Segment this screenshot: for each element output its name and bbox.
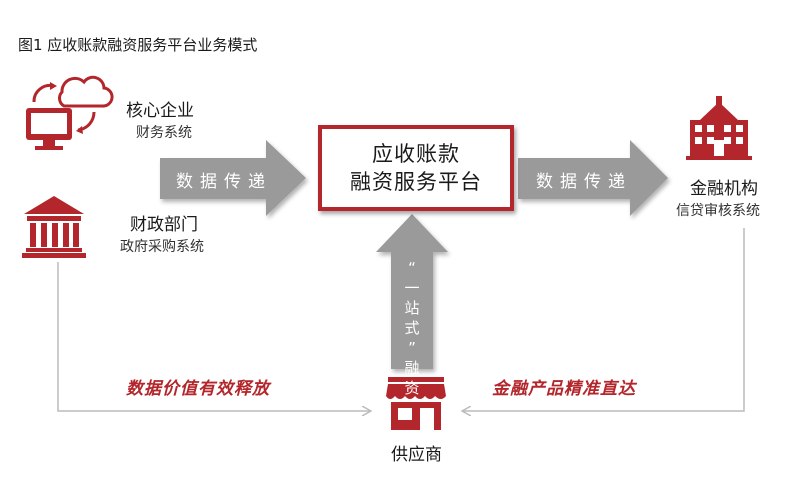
vertical-char: 资 — [404, 379, 420, 397]
core-enterprise-subtitle: 财务系统 — [136, 125, 192, 141]
platform-box: 应收账款 融资服务平台 — [318, 125, 514, 211]
finance-dept-subtitle: 政府采购系统 — [120, 239, 204, 255]
vertical-char: 一 — [404, 279, 420, 297]
vertical-char: ” — [408, 339, 416, 357]
supplier-title: 供应商 — [391, 445, 442, 465]
arrow-left-data-transfer — [160, 140, 306, 216]
connector-left-line — [57, 262, 370, 411]
bank-building-icon — [686, 96, 752, 160]
arrow-right-data-transfer — [518, 140, 668, 216]
cloud-computer-icon — [26, 75, 114, 150]
vertical-char: “ — [408, 259, 416, 277]
vertical-char: 融 — [404, 359, 420, 377]
financial-institution-title: 金融机构 — [690, 179, 758, 199]
figure-title: 图1 应收账款融资服务平台业务模式 — [18, 36, 258, 54]
storefront-icon — [386, 377, 446, 430]
finance-dept-title: 财政部门 — [130, 215, 198, 235]
left-arrow-label: 数据传递 — [176, 172, 272, 192]
vertical-arrow-label: “ 一 站 式 ” 融 资 — [400, 258, 424, 398]
financial-institution-subtitle: 信贷审核系统 — [676, 203, 760, 219]
arrow-up-one-stop-financing — [376, 214, 448, 369]
right-arrow-label: 数据传递 — [536, 172, 632, 192]
platform-title-line2: 融资服务平台 — [350, 170, 482, 194]
vertical-char: 式 — [404, 319, 420, 337]
platform-title-line1: 应收账款 — [372, 142, 460, 166]
core-enterprise-title: 核心企业 — [126, 101, 194, 121]
vertical-char: 站 — [404, 299, 420, 317]
data-value-label: 数据价值有效释放 — [126, 379, 270, 399]
government-building-icon — [22, 196, 86, 258]
connector-right-line — [463, 228, 745, 411]
precise-finance-label: 金融产品精准直达 — [492, 379, 636, 399]
